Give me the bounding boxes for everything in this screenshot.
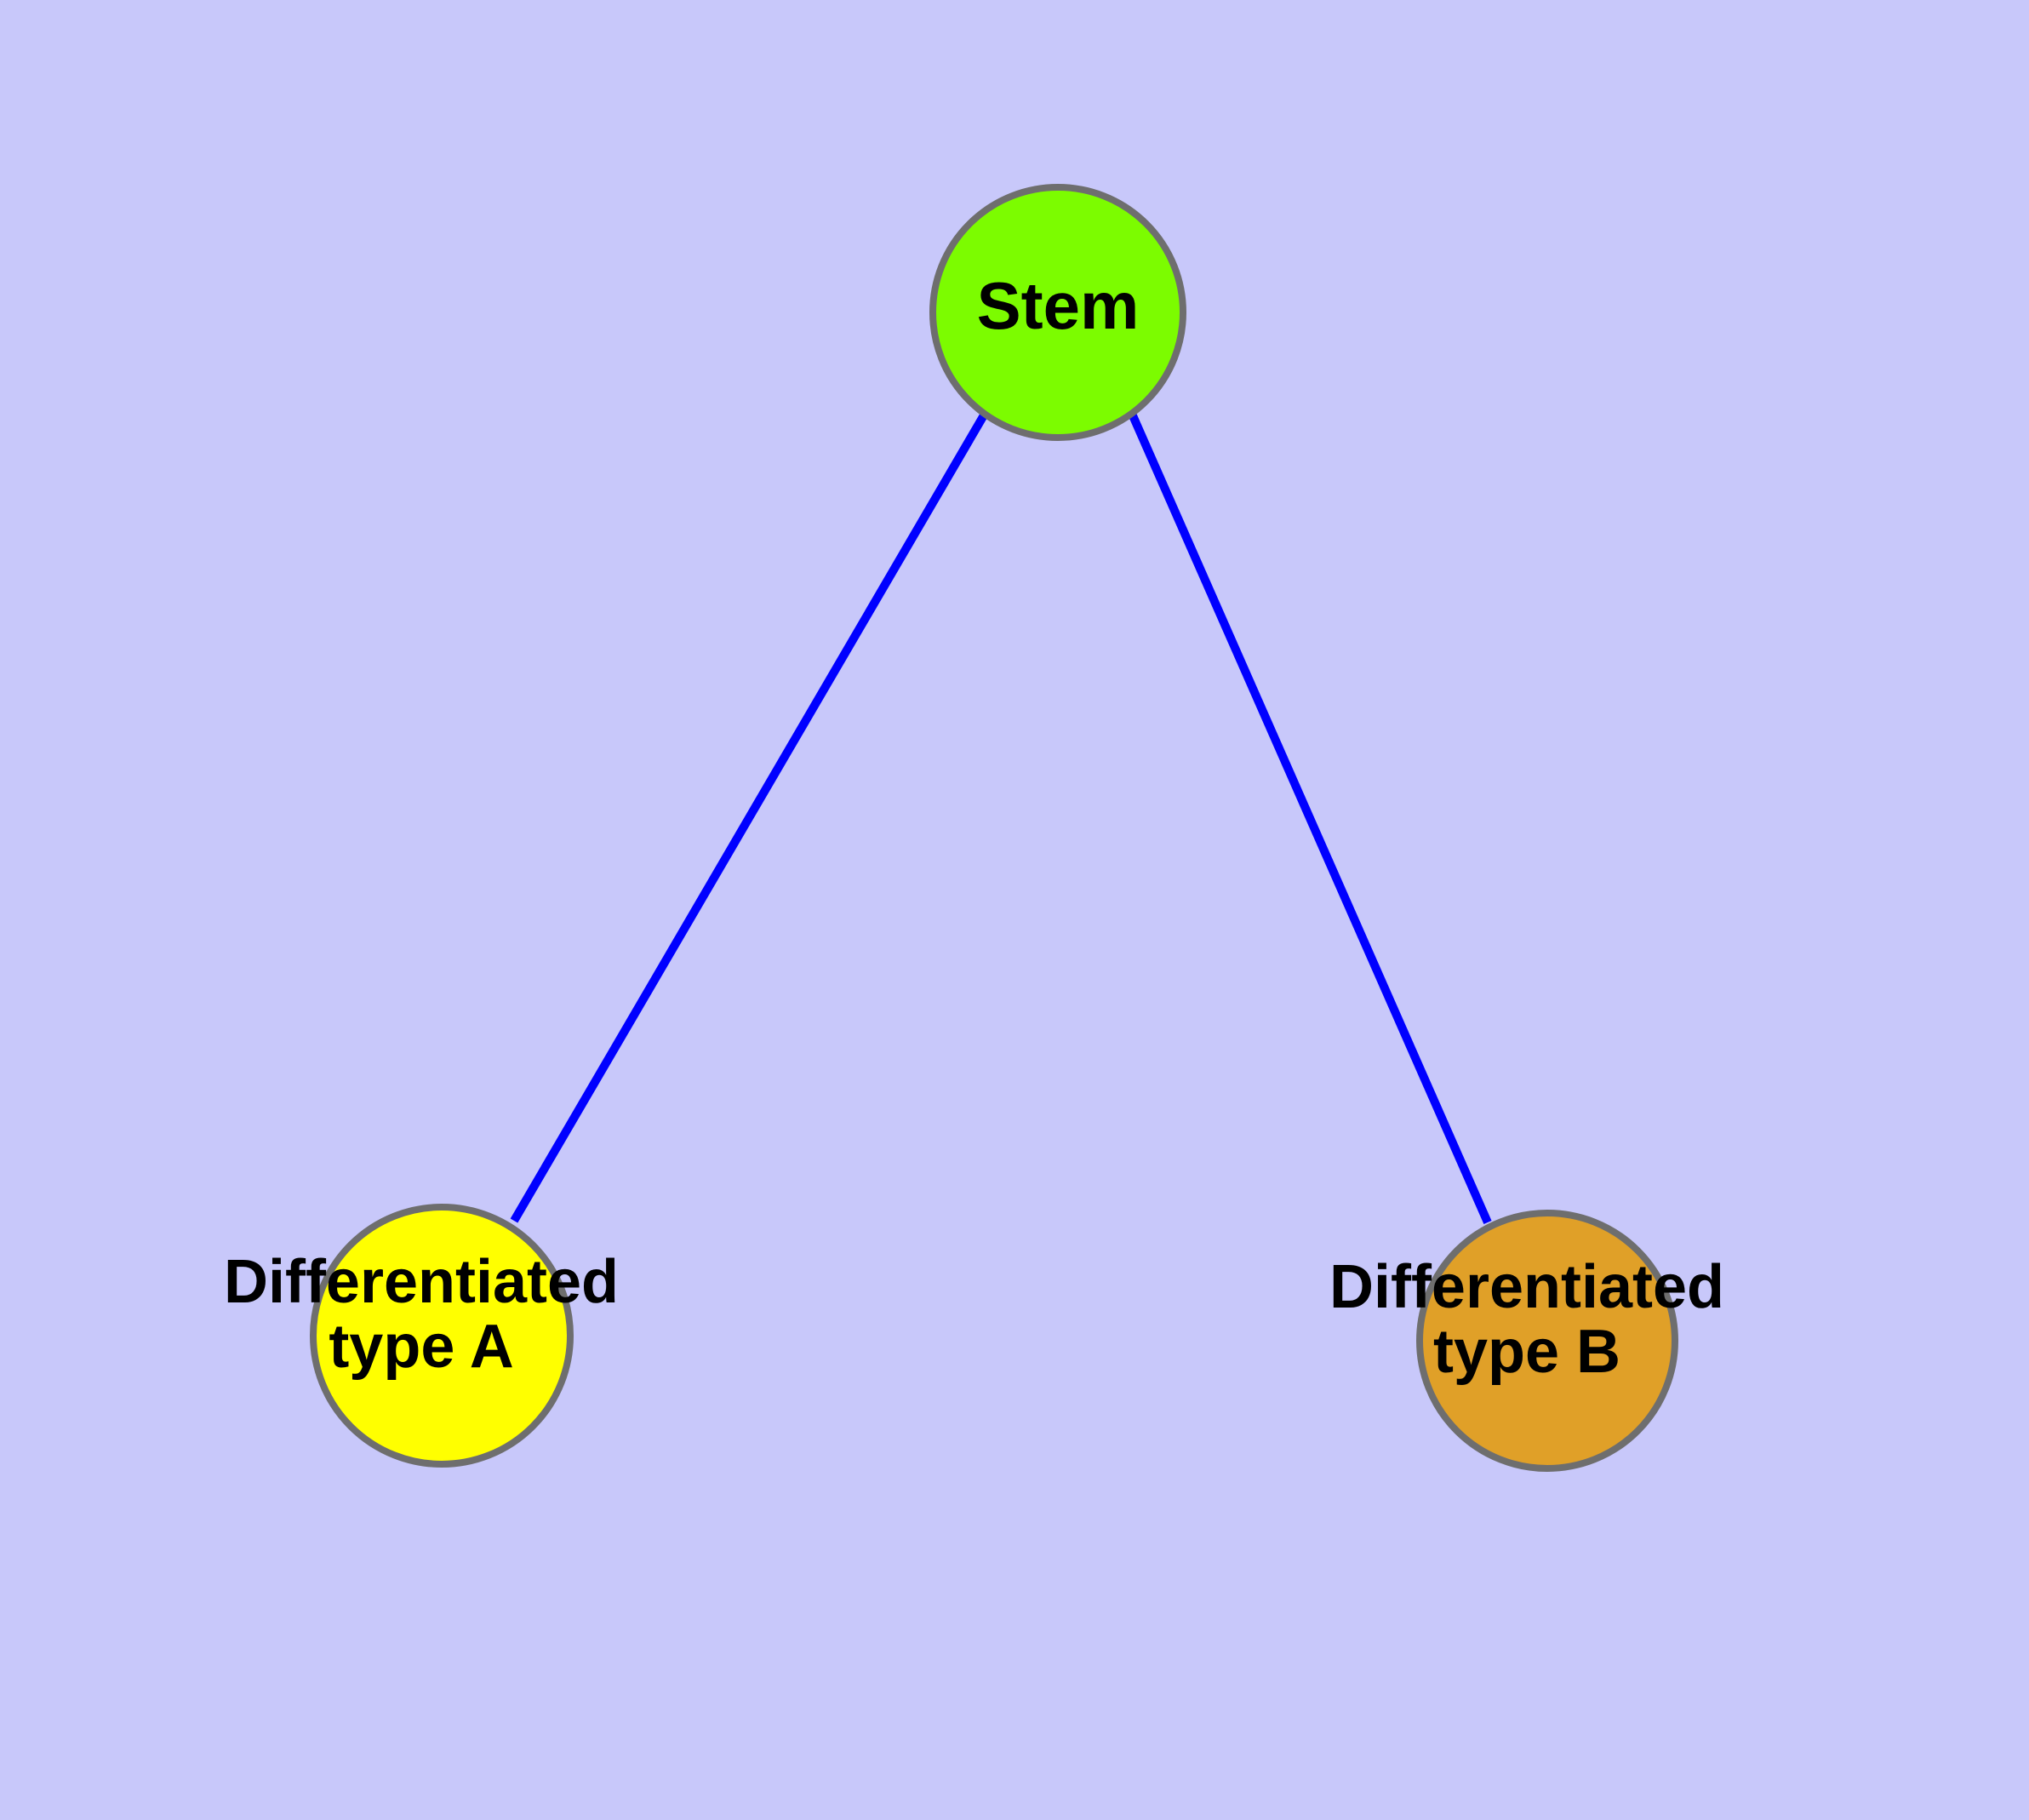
node-differentiated-type-b[interactable] <box>1416 1210 1678 1472</box>
edge-group <box>510 411 1492 1225</box>
edge-stem-to-differentiated-type-b[interactable] <box>1128 411 1492 1225</box>
node-group <box>310 184 1678 1472</box>
node-stem[interactable] <box>929 184 1186 441</box>
edge-stem-to-differentiated-type-a[interactable] <box>510 411 989 1223</box>
node-differentiated-type-a[interactable] <box>310 1204 574 1468</box>
